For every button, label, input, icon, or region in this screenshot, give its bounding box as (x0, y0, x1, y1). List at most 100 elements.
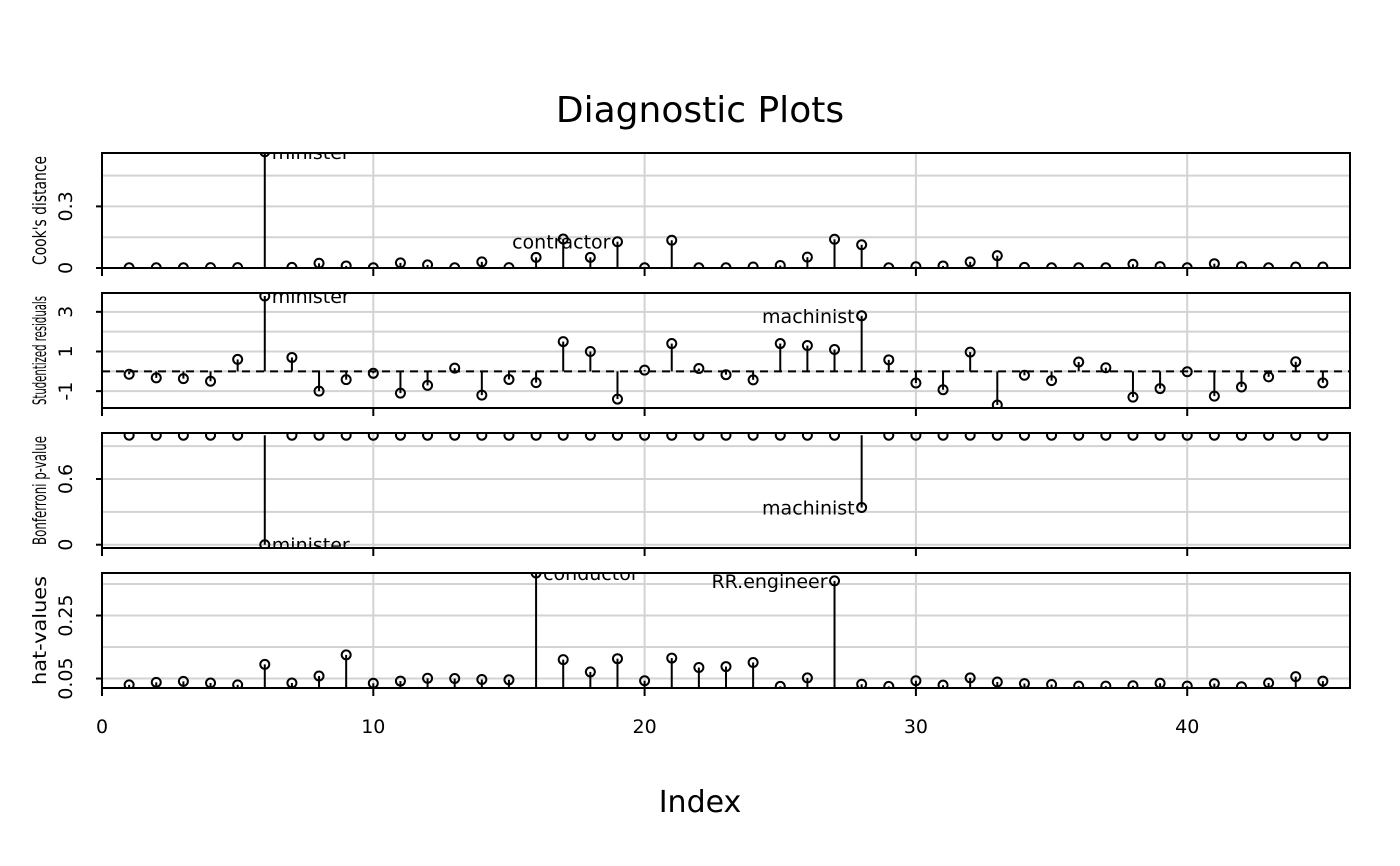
data-point (964, 433, 976, 441)
y-tick-label: 0.05 (55, 657, 77, 699)
data-point (964, 346, 976, 358)
point-label: minister (272, 535, 350, 557)
data-point (1235, 433, 1247, 441)
data-point (286, 433, 298, 441)
data-point (476, 389, 488, 401)
data-point (1317, 675, 1329, 687)
data-point (259, 539, 271, 548)
data-point (232, 679, 244, 688)
data-point (666, 433, 678, 441)
data-point (123, 679, 135, 688)
data-point (1073, 433, 1085, 441)
data-point (503, 373, 515, 385)
data-point (232, 433, 244, 441)
data-point (829, 233, 841, 245)
data-point (1181, 366, 1193, 378)
data-point (584, 251, 596, 263)
data-point (1100, 680, 1112, 688)
data-point (991, 676, 1003, 688)
data-point (693, 363, 705, 375)
point-label: machinist (762, 497, 855, 519)
data-point (829, 344, 841, 356)
y-tick-label: 0.25 (55, 594, 77, 636)
data-point (313, 433, 325, 441)
x-axis-label: Index (659, 785, 742, 820)
x-tick-label: 0 (96, 716, 108, 738)
data-point (937, 384, 949, 396)
data-point (1046, 375, 1058, 387)
data-point (394, 675, 406, 687)
y-axis-label: hat-values (29, 576, 51, 685)
data-point (205, 433, 217, 441)
data-point (1127, 680, 1139, 688)
data-point (530, 251, 542, 263)
data-point (1100, 433, 1112, 441)
data-point (883, 433, 895, 441)
data-point (313, 670, 325, 682)
data-point (693, 433, 705, 441)
data-point (449, 673, 461, 685)
data-point (557, 654, 569, 666)
data-point (910, 377, 922, 389)
data-point (1154, 433, 1166, 441)
data-point (1154, 261, 1166, 268)
data-point (1235, 381, 1247, 393)
data-point (557, 433, 569, 441)
data-point (611, 236, 623, 248)
data-point (476, 433, 488, 441)
data-point (937, 679, 949, 688)
y-tick-label: 0 (55, 262, 77, 274)
data-point (530, 433, 542, 441)
data-point (1263, 433, 1275, 441)
data-point (449, 362, 461, 374)
data-point (774, 433, 786, 441)
data-point (693, 662, 705, 674)
data-point (883, 680, 895, 688)
data-point (611, 653, 623, 665)
y-axis-label: Bonferroni p-value (29, 436, 51, 545)
data-point (394, 433, 406, 441)
data-point (422, 672, 434, 684)
data-point (1317, 433, 1329, 441)
data-point (150, 433, 162, 441)
data-point (340, 433, 352, 441)
data-point (801, 433, 813, 441)
data-point (367, 433, 379, 441)
data-point (639, 364, 651, 376)
y-axis-label: Cook's distance (29, 156, 51, 265)
data-point (856, 501, 868, 513)
data-point (1317, 261, 1329, 268)
data-point (503, 674, 515, 686)
data-point (557, 233, 569, 245)
data-point (1073, 356, 1085, 368)
data-point (1290, 356, 1302, 368)
data-point (937, 260, 949, 268)
data-point (1208, 390, 1220, 402)
data-point (150, 676, 162, 688)
data-point (1181, 433, 1193, 441)
data-point (937, 433, 949, 441)
data-point (1046, 433, 1058, 441)
data-point (367, 367, 379, 379)
panel-frame (101, 572, 1351, 689)
data-point (584, 345, 596, 357)
data-point (720, 433, 732, 441)
x-tick-label: 10 (361, 716, 385, 738)
data-point (666, 338, 678, 350)
data-point (313, 385, 325, 397)
data-point (340, 260, 352, 268)
point-label: contractor (512, 232, 611, 254)
y-axis-label: Studentized residuals (29, 296, 51, 405)
data-point (774, 338, 786, 350)
data-point (829, 433, 841, 441)
data-point (259, 153, 271, 158)
data-point (1208, 258, 1220, 268)
data-point (856, 678, 868, 688)
data-point (123, 368, 135, 380)
x-tick-label: 30 (904, 716, 928, 738)
